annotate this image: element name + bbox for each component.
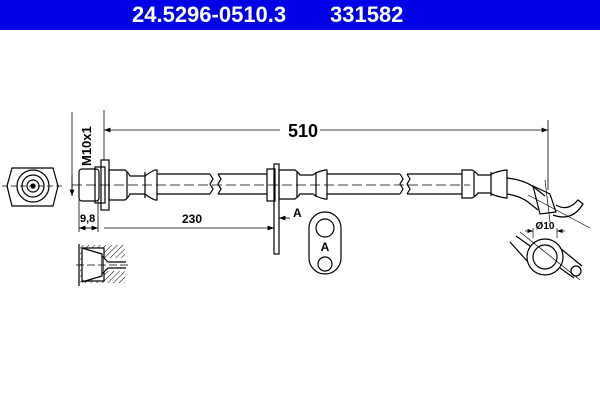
section-a-label: A <box>293 206 302 220</box>
total-length-label: 510 <box>288 121 318 141</box>
banjo-diameter-label: Ø10 <box>536 221 555 232</box>
hose-body <box>72 173 470 195</box>
reference-number: 331582 <box>330 2 404 27</box>
title-bar: 24.5296-0510.3 331582 <box>0 0 600 30</box>
banjo-detail <box>509 228 583 281</box>
port-section-view <box>76 244 128 286</box>
fitting-end-view <box>2 167 64 207</box>
thread-label: M10x1 <box>79 126 94 166</box>
bracket-distance-label: 230 <box>182 212 202 226</box>
hose-bracket-fitting <box>266 163 328 255</box>
hose-right-fitting <box>461 169 591 229</box>
bracket-view-a <box>308 211 342 275</box>
view-a-label: A <box>321 240 330 254</box>
part-number: 24.5296-0510.3 <box>132 2 287 27</box>
fitting-length-label: 9,8 <box>80 213 95 225</box>
